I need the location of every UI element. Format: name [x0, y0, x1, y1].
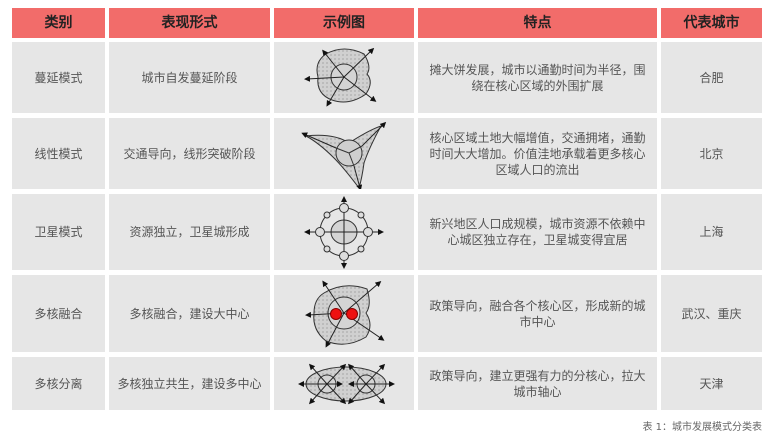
cell-form: 交通导向，线形突破阶段 — [109, 118, 270, 189]
cell-city: 上海 — [661, 194, 762, 270]
multi-core-merge-diagram — [274, 275, 414, 352]
sprawl-diagram — [274, 42, 414, 113]
cell-form: 资源独立，卫星城形成 — [109, 194, 270, 270]
cell-features: 摊大饼发展，城市以通勤时间为半径，围绕在核心区域的外围扩展 — [418, 42, 657, 113]
cell-city: 北京 — [661, 118, 762, 189]
cell-city: 武汉、重庆 — [661, 275, 762, 352]
header-features: 特点 — [418, 8, 657, 38]
cell-type: 线性模式 — [12, 118, 105, 189]
header-type: 类别 — [12, 8, 105, 38]
header-city: 代表城市 — [661, 8, 762, 38]
cell-type: 多核分离 — [12, 357, 105, 410]
cell-features: 核心区域土地大幅增值，交通拥堵，通勤时间大大增加。价值洼地承载着更多核心区域人口… — [418, 118, 657, 189]
cell-city: 天津 — [661, 357, 762, 410]
satellite-diagram — [274, 194, 414, 270]
cell-type: 多核融合 — [12, 275, 105, 352]
cell-form: 城市自发蔓延阶段 — [109, 42, 270, 113]
linear-diagram — [274, 118, 414, 189]
cell-features: 新兴地区人口成规模，城市资源不依赖中心城区独立存在，卫星城变得宜居 — [418, 194, 657, 270]
header-diagram: 示例图 — [274, 8, 414, 38]
cell-type: 蔓延模式 — [12, 42, 105, 113]
cell-type: 卫星模式 — [12, 194, 105, 270]
cell-city: 合肥 — [661, 42, 762, 113]
header-form: 表现形式 — [109, 8, 270, 38]
table-caption: 表 1：城市发展模式分类表 — [642, 422, 762, 433]
cell-features: 政策导向，融合各个核心区，形成新的城市中心 — [418, 275, 657, 352]
cell-features: 政策导向，建立更强有力的分核心，拉大城市轴心 — [418, 357, 657, 410]
cell-form: 多核独立共生，建设多中心 — [109, 357, 270, 410]
multi-core-separate-diagram — [274, 357, 414, 410]
cell-form: 多核融合，建设大中心 — [109, 275, 270, 352]
